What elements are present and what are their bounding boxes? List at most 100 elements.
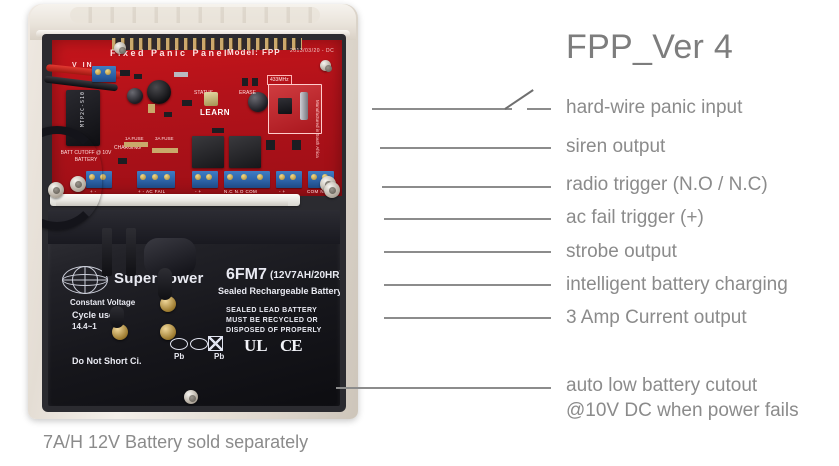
pcb-manufacturer-text: Manufactured in South Africa (315, 100, 320, 158)
callout-hard-wire-panic-input: hard-wire panic input (566, 97, 743, 118)
pb-label: Pb (214, 352, 225, 361)
electrolytic-capacitor (248, 92, 268, 112)
no-bin-icon (208, 336, 223, 351)
battery-top-face (48, 210, 340, 244)
terminal-label-radio: N.C N.O COM (224, 189, 258, 194)
smd-component (118, 158, 127, 164)
battery-type: Sealed Rechargeable Battery (218, 286, 340, 296)
smd-component (266, 140, 275, 150)
callout-radio-trigger: radio trigger (N.O / N.C) (566, 174, 768, 195)
fuse-1a-label: 1A FUSE (125, 136, 144, 141)
enclosure-interior: Fixed Panic Panel Model: FPP 2013/03/20 … (42, 34, 346, 412)
pcb-power-in-label: V IN (72, 62, 94, 69)
terminal-block-acfail (137, 171, 175, 188)
output-relay (229, 136, 261, 168)
battery-sold-separately-caption: 7A/H 12V Battery sold separately (43, 432, 309, 452)
terminal-label-strobe: - + (279, 189, 286, 194)
leader-line-8 (336, 387, 551, 389)
fuse-3a-label: 3A FUSE (155, 136, 174, 141)
ul-mark: UL (244, 336, 268, 355)
fuse-1a (124, 142, 148, 147)
rf-ic (278, 98, 292, 114)
learn-button-label: LEARN (200, 108, 231, 117)
enclosure-screw (184, 390, 198, 404)
smd-component (164, 112, 172, 117)
callout-strobe-output: strobe output (566, 241, 677, 262)
leader-line-3 (382, 186, 551, 188)
smd-component (292, 140, 301, 150)
open-switch-symbol (504, 89, 534, 110)
callout-current-output: 3 Amp Current output (566, 307, 747, 328)
device-photo: Fixed Panic Panel Model: FPP 2013/03/20 … (28, 4, 358, 419)
callout-ac-fail-trigger: ac fail trigger (+) (566, 207, 704, 228)
fuse-3a (152, 148, 178, 153)
battery-rating: (12V7AH/20HR) (270, 270, 340, 281)
smd-component (252, 78, 258, 86)
lid-vent-ridges (70, 7, 320, 23)
pin-header-row (112, 38, 302, 50)
callout-low-battery-cutout: auto low battery cutout (566, 375, 758, 396)
smd-component (134, 74, 142, 79)
backup-battery: SuperPower 6FM7 (12V7AH/20HR) Sealed Rec… (48, 210, 340, 406)
pcb-model-text: Model: FPP (227, 48, 281, 57)
battery-charge-voltage: 14.4~1 (72, 322, 97, 331)
battery-model: 6FM7 (226, 266, 267, 283)
battery-terminal-screw (160, 324, 176, 340)
external-power-cable (42, 126, 102, 230)
terminal-label-panic: COM N.O (307, 189, 330, 194)
status-led-label: STATUS (194, 90, 213, 96)
enclosure-screw (48, 182, 64, 198)
leader-line-4 (384, 218, 551, 220)
ce-mark: CE (280, 336, 303, 355)
pcb-mount-screw (114, 42, 126, 54)
battery-brand-globe-icon (61, 265, 108, 294)
leader-line-5 (384, 251, 551, 253)
battery-post-stub (110, 306, 124, 328)
page-title: FPP_Ver 4 (566, 28, 734, 66)
pcb-mount-screw (320, 60, 332, 72)
recycle-icon (190, 338, 208, 350)
terminal-block-radio (224, 171, 270, 188)
battery-charge-cycle: Cycle use (72, 310, 115, 320)
battery-short-warning: Do Not Short Ci. (72, 356, 142, 366)
enclosure-screw (324, 182, 340, 198)
callout-siren-output: siren output (566, 136, 666, 157)
callout-battery-charging: intelligent battery charging (566, 274, 788, 295)
terminal-label-acfail: + - AC FAIL (138, 189, 166, 194)
charging-led-label: CHARGING (114, 145, 141, 151)
terminal-block-siren (192, 171, 218, 188)
battery-terminal-screw (112, 324, 128, 340)
battery-recycle-warning: SEALED LEAD BATTERY MUST BE RECYCLED OR … (226, 307, 322, 334)
leader-line-2 (380, 147, 551, 149)
battery-post-stub (158, 268, 172, 300)
crystal-can (300, 92, 308, 120)
smd-component (120, 70, 130, 76)
battery-terminal-screw (160, 296, 176, 312)
smd-component (174, 72, 188, 77)
battery-post-positive (126, 228, 136, 276)
erase-label: ERASE (239, 90, 256, 96)
rf-receiver-module (268, 84, 322, 134)
learn-button-switch[interactable] (204, 92, 218, 106)
leader-line-6 (384, 284, 551, 286)
terminal-block-vin (92, 66, 116, 82)
battery-charge-constant: Constant Voltage (70, 298, 136, 307)
piezo-buzzer (147, 80, 171, 104)
smd-component (242, 78, 248, 86)
pcb-standoff-shadow (56, 200, 288, 206)
smd-component (148, 104, 155, 113)
smd-component (182, 100, 192, 106)
callout-low-battery-cutout-line2: @10V DC when power fails (566, 400, 799, 421)
battery-post-negative (102, 228, 112, 276)
terminal-label-siren: - + (195, 189, 202, 194)
terminal-block-battery (86, 171, 112, 188)
pcb-date-code: 2013/03/20 - DC (290, 48, 335, 54)
recycle-icon (170, 338, 188, 350)
terminal-block-strobe (276, 171, 302, 188)
electrolytic-capacitor (127, 88, 143, 104)
smd-component (212, 128, 224, 133)
pcb-silkscreen-title: Fixed Panic Panel (110, 48, 230, 58)
relay-part-number: MTP2C-S10 (80, 90, 86, 128)
output-relay (192, 136, 224, 168)
